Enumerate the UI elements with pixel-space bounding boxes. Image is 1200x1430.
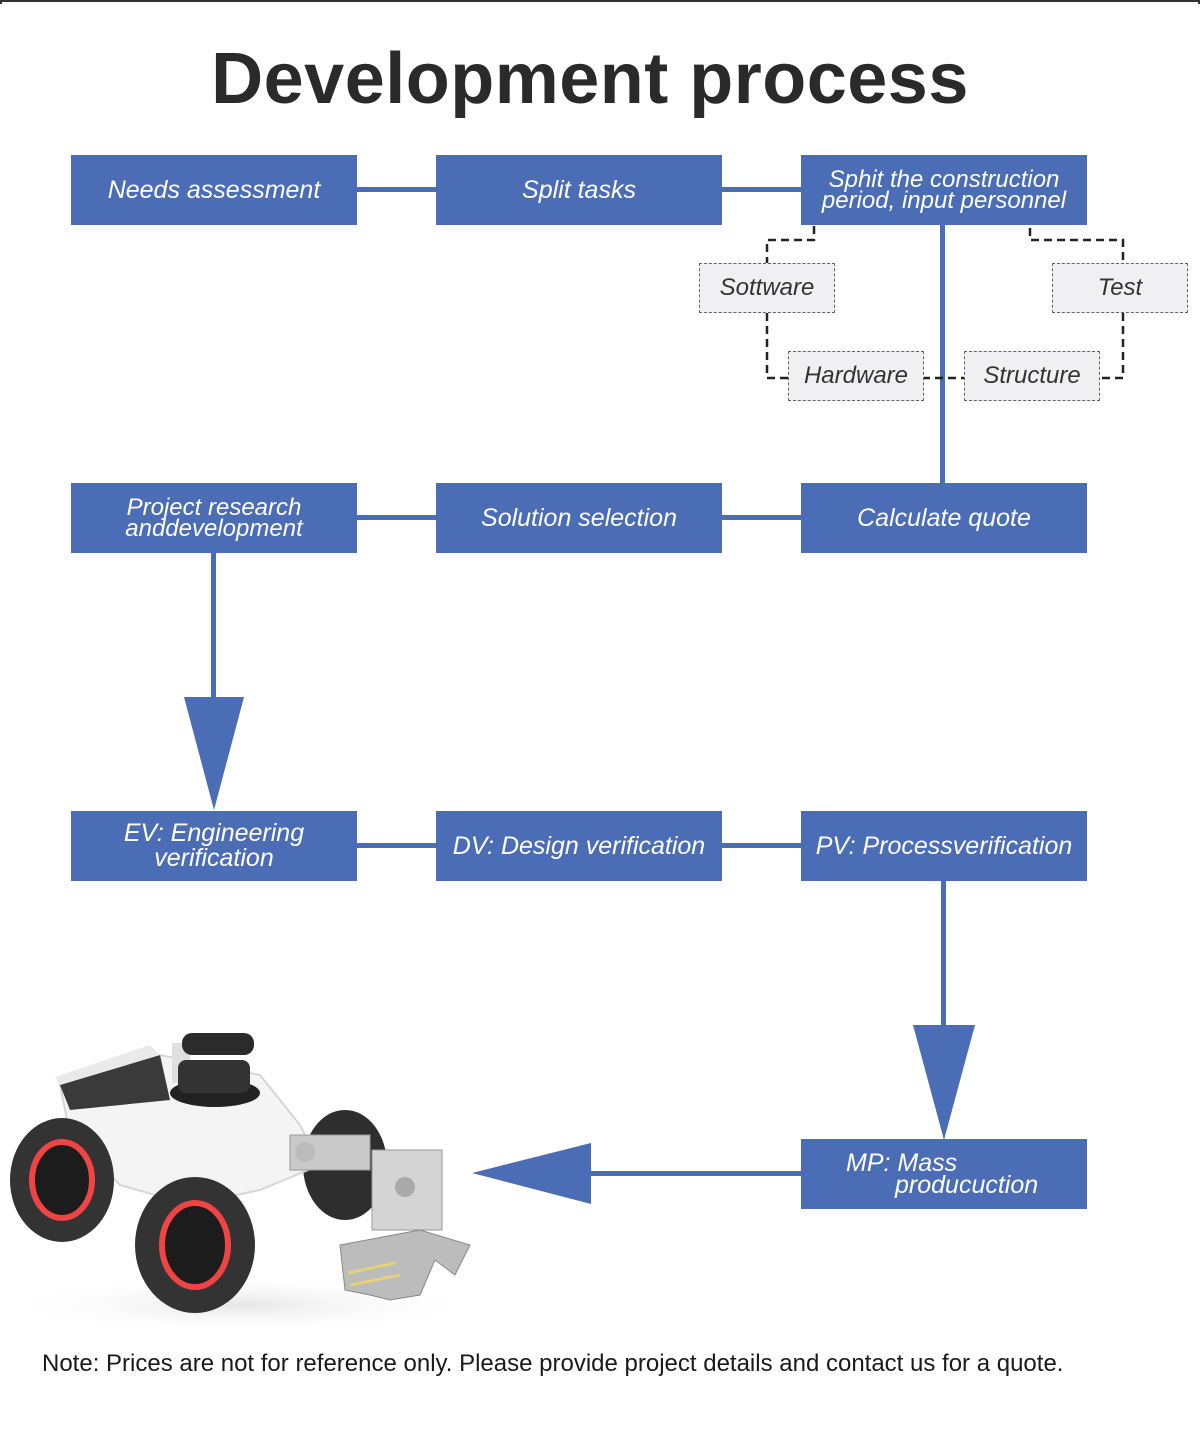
step-needs-assessment: Needs assessment bbox=[71, 155, 357, 225]
connector-pv-mp bbox=[941, 880, 946, 1030]
connector-ev-dv bbox=[356, 843, 438, 848]
step-split-period: Sphit the construction period, input per… bbox=[801, 155, 1087, 225]
step-ev-line1: EV: Engineering bbox=[123, 819, 305, 847]
step-project-rd-line2: anddevelopment bbox=[125, 515, 303, 542]
step-split-tasks: Split tasks bbox=[436, 155, 722, 225]
front-left-wheel bbox=[10, 1118, 114, 1242]
robot-vehicle-image bbox=[0, 1033, 480, 1335]
subtask-hardware-label: Hardware bbox=[803, 362, 909, 389]
step-solution-selection-label: Solution selection bbox=[481, 504, 677, 532]
step-mp-line2: producuction bbox=[895, 1171, 1039, 1199]
step-dv-label: DV: Design verification bbox=[452, 832, 706, 860]
dashed-connector-software-hardware bbox=[765, 313, 788, 380]
arrowhead-left-mp-robot bbox=[472, 1143, 591, 1204]
connector-mp-robot bbox=[588, 1171, 803, 1176]
step-split-period-line1: Sphit the construction bbox=[828, 166, 1060, 193]
connector-solution-quote bbox=[720, 515, 802, 520]
subtask-software: Sottware bbox=[699, 263, 835, 313]
footnote: Note: Prices are not for reference only.… bbox=[42, 1350, 1064, 1377]
step-calculate-quote-label: Calculate quote bbox=[857, 504, 1031, 532]
dashed-connector-period-test bbox=[1028, 228, 1125, 263]
connector-rd-ev bbox=[211, 552, 216, 700]
arrowhead-down-rd-ev bbox=[184, 697, 244, 810]
step-project-rd: Project research anddevelopment bbox=[71, 483, 357, 553]
step-needs-assessment-label: Needs assessment bbox=[107, 176, 321, 204]
subtask-test: Test bbox=[1052, 263, 1188, 313]
step-ev-line2: verification bbox=[154, 844, 274, 872]
top-border bbox=[0, 0, 1198, 2]
connector-rd-solution bbox=[356, 515, 438, 520]
subtask-test-label: Test bbox=[1097, 274, 1143, 301]
connector-needs-split bbox=[356, 187, 438, 192]
dashed-connector-period-software bbox=[765, 226, 816, 263]
step-pv-label: PV: Processverification bbox=[815, 832, 1073, 860]
step-dv: DV: Design verification bbox=[436, 811, 722, 881]
step-pv: PV: Processverification bbox=[801, 811, 1087, 881]
step-calculate-quote: Calculate quote bbox=[801, 483, 1087, 553]
subtask-structure: Structure bbox=[964, 351, 1100, 401]
step-split-tasks-label: Split tasks bbox=[522, 176, 636, 204]
step-split-period-line2: period, input personnel bbox=[821, 187, 1067, 214]
step-solution-selection: Solution selection bbox=[436, 483, 722, 553]
dashed-connector-test-structure bbox=[1100, 313, 1125, 380]
lidar-head bbox=[182, 1033, 254, 1055]
subtask-software-label: Sottware bbox=[719, 274, 815, 301]
robot-gripper bbox=[339, 1229, 471, 1301]
step-mp-line1: MP: Mass bbox=[846, 1149, 958, 1177]
page-title: Development process bbox=[211, 39, 969, 119]
connector-split-period bbox=[720, 187, 802, 192]
arrowhead-down-pv-mp bbox=[913, 1025, 975, 1140]
subtask-structure-label: Structure bbox=[983, 362, 1081, 389]
subtask-hardware: Hardware bbox=[788, 351, 924, 401]
top-border-left bbox=[0, 0, 2, 4]
rear-left-wheel bbox=[135, 1177, 255, 1313]
step-ev: EV: Engineering verification bbox=[71, 811, 357, 881]
connector-period-quote bbox=[940, 224, 945, 486]
top-border-right bbox=[1198, 0, 1200, 4]
step-mp: MP: Mass producuction bbox=[801, 1139, 1087, 1209]
connector-dv-pv bbox=[720, 843, 802, 848]
step-project-rd-line1: Project research bbox=[126, 494, 302, 521]
